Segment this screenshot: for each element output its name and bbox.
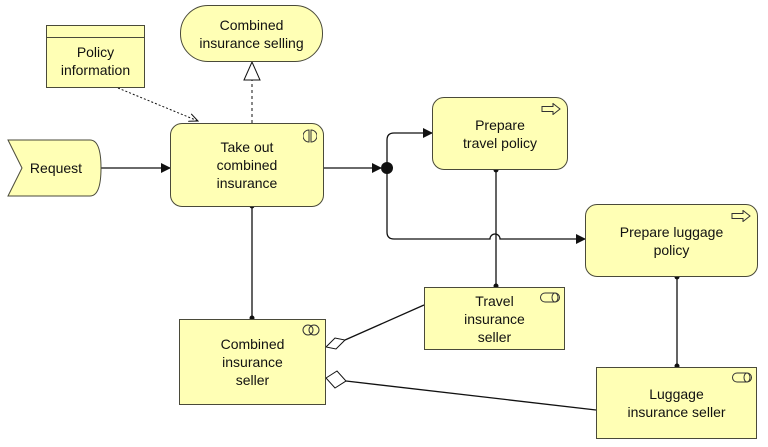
luggage-insurance-seller[interactable]: Luggage insurance seller: [596, 367, 757, 439]
take-out-label: Take out combined insurance: [216, 139, 278, 191]
combined-seller-label: Combined insurance seller: [220, 336, 285, 388]
access-policy-to-takeout: [117, 87, 198, 121]
aggregation-travel-line: [344, 304, 425, 341]
policy-information-label: Policy information: [60, 44, 131, 78]
process-arrow-icon: [541, 103, 561, 115]
luggage-seller-label: Luggage insurance seller: [627, 386, 726, 420]
process-arrow-icon: [731, 210, 751, 222]
aggregation-diamond-travel: [324, 337, 347, 350]
request-label: Request: [29, 160, 83, 176]
realization-arrowhead: [243, 60, 261, 81]
interaction-icon: [303, 129, 317, 143]
travel-seller-label: Travel insurance seller: [464, 292, 525, 345]
combined-insurance-seller[interactable]: Combined insurance seller: [179, 319, 326, 405]
prepare-travel-label: Prepare travel policy: [463, 116, 537, 151]
request-event[interactable]: Request: [18, 140, 94, 196]
service-label: Combined insurance selling: [199, 16, 304, 51]
combined-insurance-selling-service[interactable]: Combined insurance selling: [180, 5, 323, 62]
object-header-band: [47, 26, 144, 38]
prepare-travel-policy[interactable]: Prepare travel policy: [432, 97, 568, 170]
aggregation-luggage-line: [345, 380, 597, 411]
role-icon: [540, 292, 560, 303]
prepare-luggage-policy[interactable]: Prepare luggage policy: [585, 204, 758, 277]
prepare-luggage-label: Prepare luggage policy: [619, 223, 724, 258]
take-out-combined-insurance[interactable]: Take out combined insurance: [170, 123, 324, 207]
aggregation-diamond-luggage: [325, 370, 347, 389]
role-icon: [732, 372, 752, 383]
policy-information-object[interactable]: Policy information: [46, 25, 145, 88]
trigger-junction-to-luggage: [386, 168, 586, 244]
collaboration-icon: [302, 324, 320, 336]
travel-insurance-seller[interactable]: Travel insurance seller: [424, 287, 565, 350]
trigger-junction-to-travel: [386, 128, 433, 168]
